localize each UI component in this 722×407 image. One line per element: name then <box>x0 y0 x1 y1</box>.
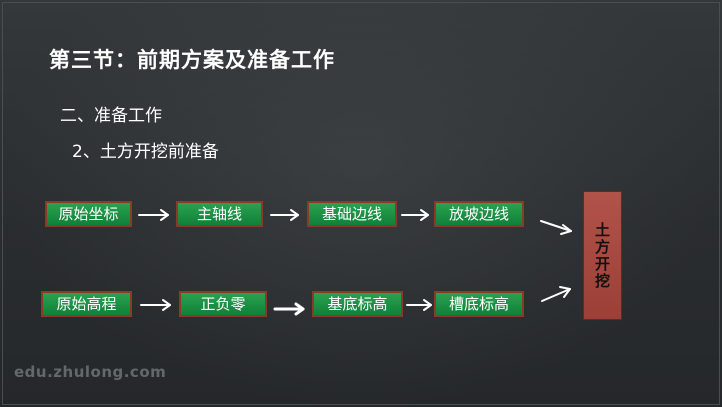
arrow-row2-2-icon <box>273 302 305 316</box>
subsection-heading: 2、土方开挖前准备 <box>72 142 219 162</box>
node-slope-edge: 放坡边线 <box>434 201 524 227</box>
arrow-row1-3-icon <box>401 209 429 221</box>
section-heading: 二、准备工作 <box>60 106 162 126</box>
node-trench-bottom-elevation: 槽底标高 <box>434 291 524 317</box>
watermark: edu.zhulong.com <box>14 363 167 381</box>
arrow-row1-1-icon <box>138 209 169 221</box>
arrow-row2-1-icon <box>140 299 171 311</box>
arrow-row2-3-icon <box>406 299 432 311</box>
node-foundation-edge: 基础边线 <box>307 201 397 227</box>
slide-title: 第三节：前期方案及准备工作 <box>49 48 335 72</box>
node-main-axis: 主轴线 <box>176 201 263 227</box>
node-original-coordinates: 原始坐标 <box>45 201 132 227</box>
node-zero-level: 正负零 <box>179 291 267 317</box>
node-base-elevation: 基底标高 <box>312 291 403 317</box>
node-original-elevation: 原始高程 <box>41 291 132 317</box>
arrow-row1-2-icon <box>270 209 299 221</box>
node-earth-excavation: 土方开挖 <box>583 191 622 320</box>
arrow-row2-to-target-icon <box>541 286 571 302</box>
node-earth-excavation-label: 土方开挖 <box>594 220 610 290</box>
arrow-row1-to-target-icon <box>540 220 572 235</box>
